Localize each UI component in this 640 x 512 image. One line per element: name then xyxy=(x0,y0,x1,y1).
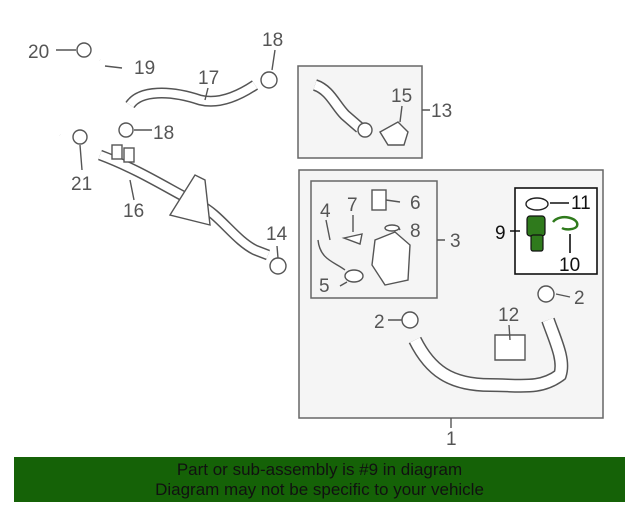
info-banner: Part or sub-assembly is #9 in diagram Di… xyxy=(14,457,625,502)
callout-21: 21 xyxy=(71,174,92,195)
part-11-oring xyxy=(525,197,549,211)
callout-18-top: 18 xyxy=(262,30,283,51)
callout-20: 20 xyxy=(28,42,49,63)
banner-line-2: Diagram may not be specific to your vehi… xyxy=(155,480,484,499)
part-10-clip xyxy=(552,215,579,231)
callout-2-right: 2 xyxy=(574,288,585,309)
callout-17: 17 xyxy=(198,68,219,89)
callout-14: 14 xyxy=(266,224,288,245)
callout-3: 3 xyxy=(450,231,461,252)
callout-16: 16 xyxy=(123,201,144,222)
callout-10: 10 xyxy=(559,255,580,276)
callout-11: 11 xyxy=(571,193,591,214)
leader-lines xyxy=(56,49,571,428)
callout-18: 18 xyxy=(153,123,174,144)
callout-12: 12 xyxy=(498,305,519,326)
clamp-21 xyxy=(72,129,88,145)
banner-line-1: Part or sub-assembly is #9 in diagram xyxy=(176,460,463,479)
clamp-18-top xyxy=(260,71,278,89)
callout-4: 4 xyxy=(320,201,331,222)
callout-1: 1 xyxy=(446,429,457,450)
clamp-14 xyxy=(269,257,287,275)
hose-19 xyxy=(46,56,109,138)
callout-8: 8 xyxy=(410,221,421,242)
callout-9[interactable]: 9 xyxy=(495,223,506,244)
callout-7: 7 xyxy=(347,195,358,216)
part-9-connector[interactable] xyxy=(525,197,579,252)
callout-15: 15 xyxy=(391,86,412,107)
callout-5: 5 xyxy=(319,276,330,297)
hose-1 xyxy=(401,285,569,393)
clamp-20 xyxy=(76,42,92,58)
callout-13: 13 xyxy=(431,101,452,122)
hose-13 xyxy=(312,79,409,146)
callout-6: 6 xyxy=(410,193,421,214)
callout-2-left: 2 xyxy=(374,312,385,333)
hose-17 xyxy=(125,80,259,109)
pipe-16 xyxy=(98,144,270,261)
housing-3 xyxy=(317,189,411,286)
callout-19: 19 xyxy=(134,58,155,79)
clamp-18 xyxy=(118,122,134,138)
